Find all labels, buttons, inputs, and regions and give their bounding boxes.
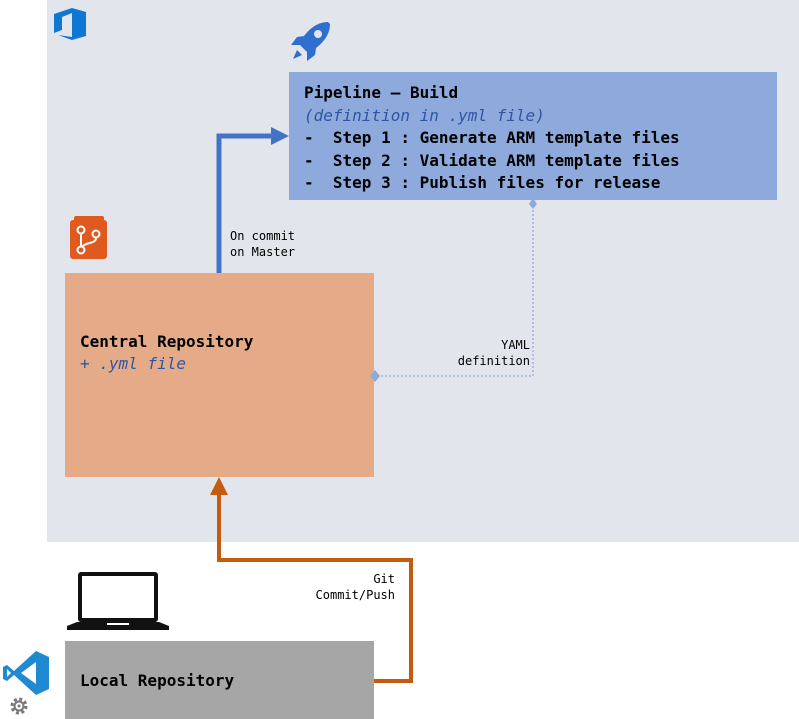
azure-pipelines-icon xyxy=(291,22,330,61)
azure-devops-icon xyxy=(54,8,86,40)
git-push-arrow xyxy=(210,477,413,683)
commit-arrow xyxy=(216,127,289,273)
yaml-label-line-1: YAML xyxy=(501,338,530,352)
azure-repos-icon xyxy=(70,216,107,259)
yaml-definition-link xyxy=(370,198,537,382)
pipeline-step-3: - Step 3 : Publish files for release xyxy=(304,173,661,192)
pipeline-step-2: - Step 2 : Validate ARM template files xyxy=(304,150,680,170)
local-repository-box: Local Repository xyxy=(65,641,374,719)
commit-label-line-1: On commit xyxy=(230,229,296,243)
gear-icon xyxy=(10,697,28,715)
pipeline-step-1: - Step 1 : Generate ARM template files xyxy=(304,128,680,147)
local-repository-title: Local Repository xyxy=(80,671,235,690)
pipeline-subtitle: (definition in .yml file) xyxy=(304,105,545,125)
pipeline-title: Pipeline – Build xyxy=(304,83,459,102)
yaml-label-line-2: definition xyxy=(457,354,530,368)
laptop-icon xyxy=(67,572,169,630)
pipeline-build-box: Pipeline – Build (definition in .yml fil… xyxy=(289,72,777,200)
git-label-line-2: Commit/Push xyxy=(315,588,395,602)
vscode-icon xyxy=(3,651,49,695)
commit-label-line-2: on Master xyxy=(230,245,296,259)
central-repository-box: Central Repository + .yml file xyxy=(65,273,374,477)
central-repository-title: Central Repository xyxy=(80,332,254,351)
central-repository-subtitle: + .yml file xyxy=(80,354,186,373)
git-label-line-1: Git xyxy=(373,572,395,586)
